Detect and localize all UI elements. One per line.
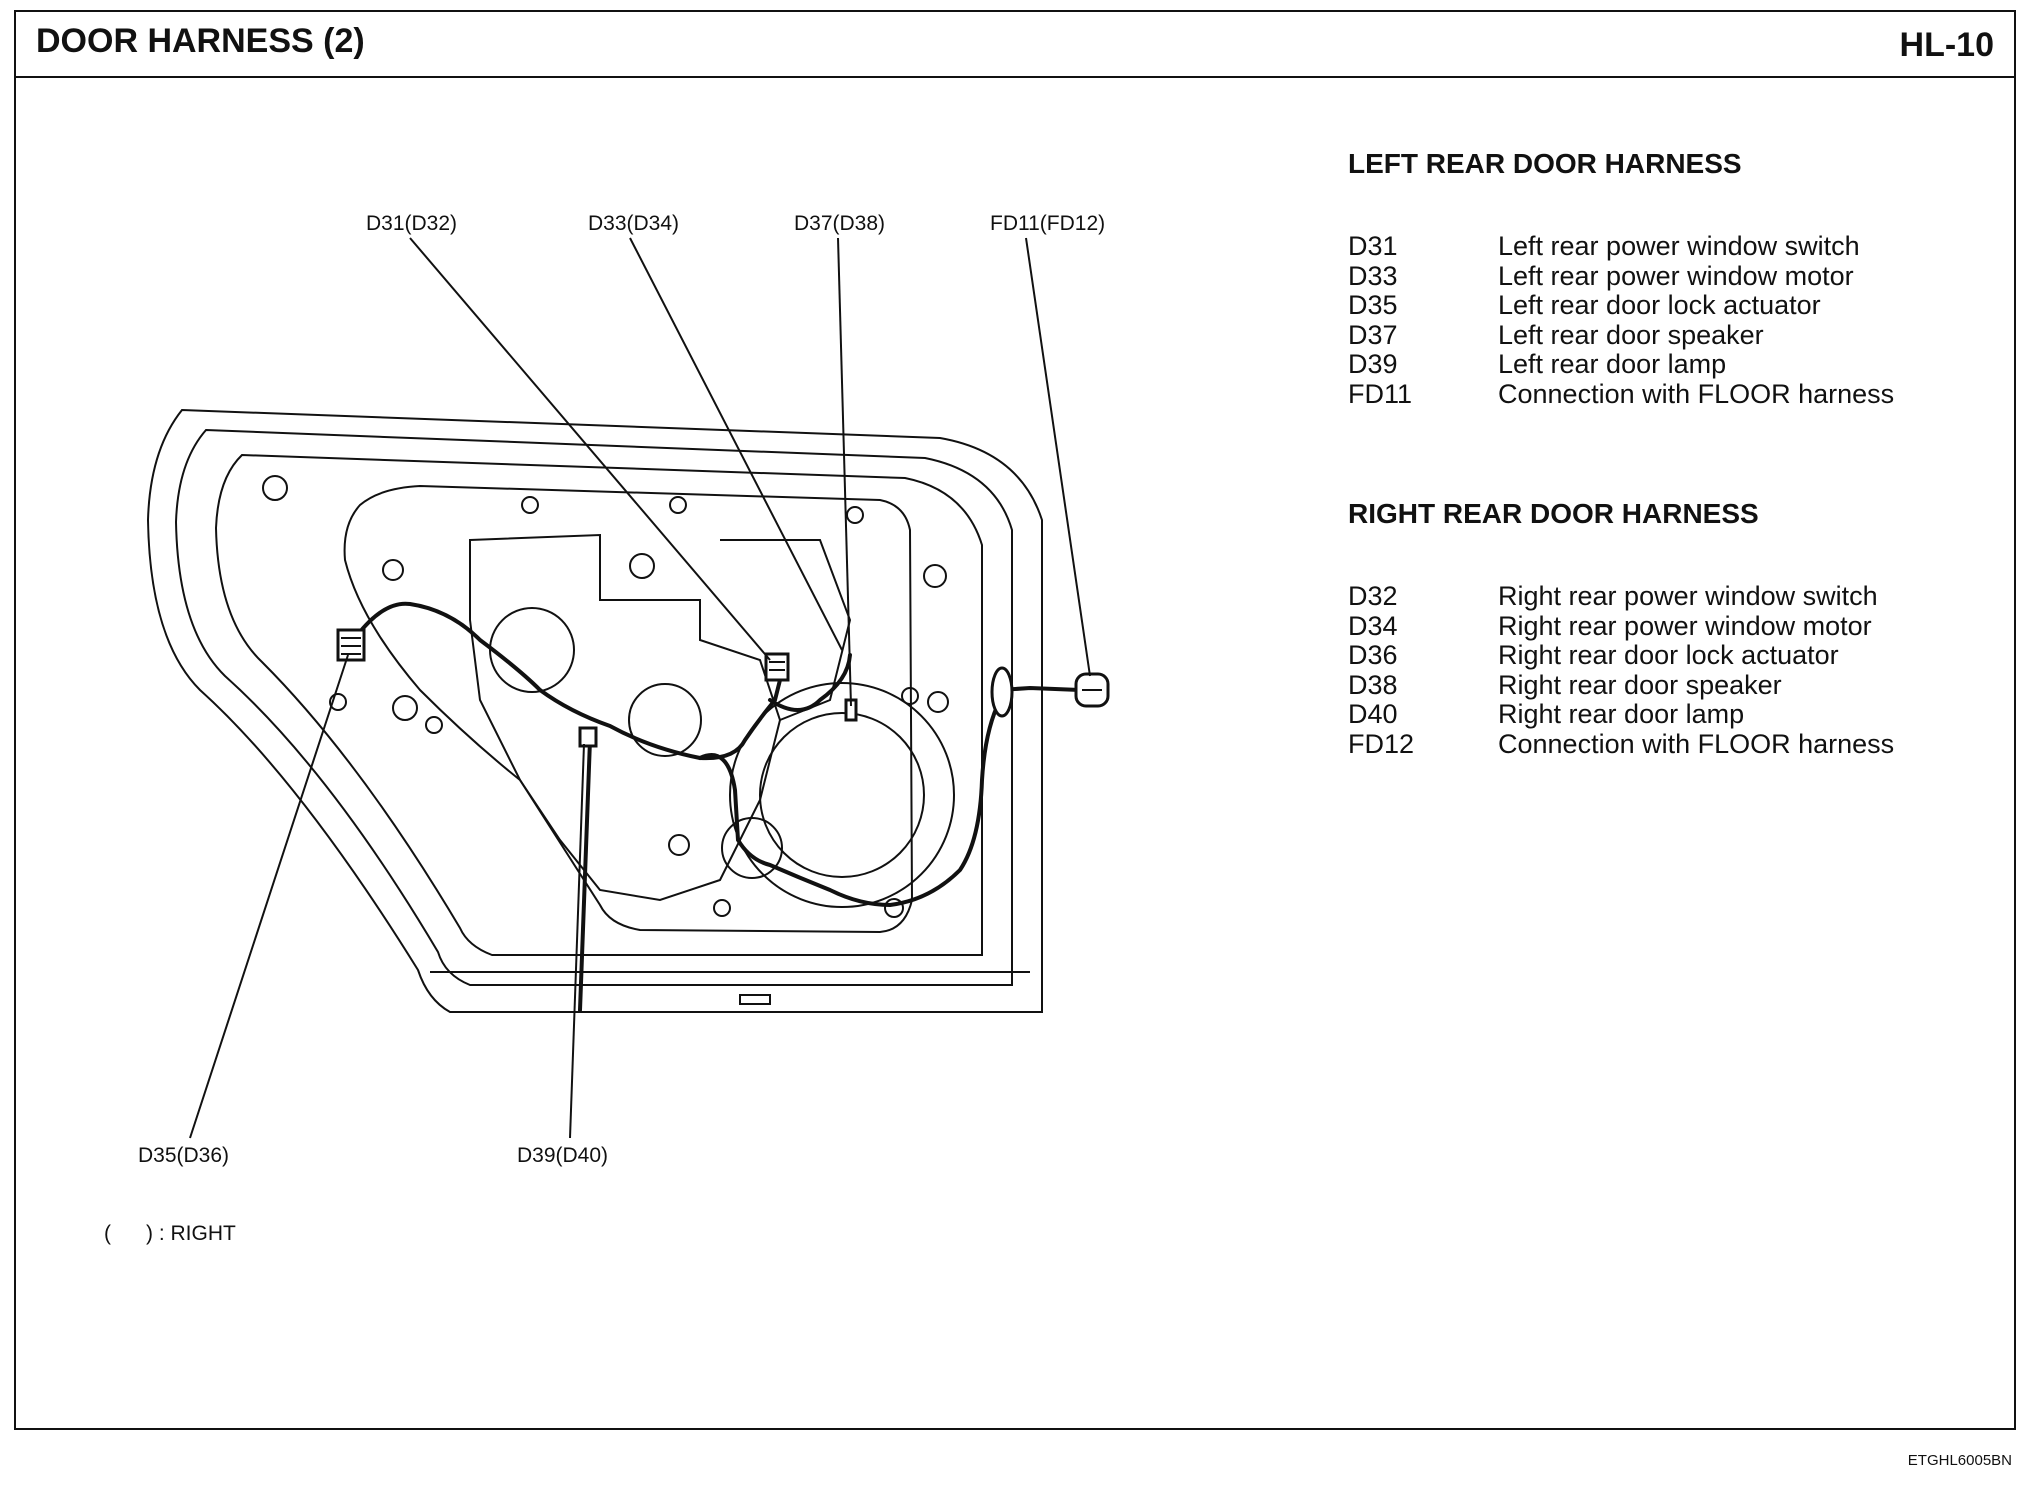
page-header: DOOR HARNESS (2) HL-10: [16, 12, 2014, 78]
speaker-inner: [759, 712, 925, 878]
leader-d31: [409, 237, 771, 661]
left-harness-title: LEFT REAR DOOR HARNESS: [1348, 148, 1742, 179]
door-inner-outline: [174, 428, 1013, 986]
callout-d35: D35(D36): [138, 1144, 229, 1167]
service-hole: [382, 559, 404, 581]
leader-d35: [189, 654, 349, 1139]
connector-desc: Left rear door lock actuator: [1498, 290, 1821, 320]
harness-wire-lamp: [578, 738, 592, 1012]
image-code: ETGHL6005BN: [1907, 1452, 2012, 1469]
list-item: D34 Right rear power window motor: [1348, 610, 1894, 642]
service-hole: [923, 564, 947, 588]
callout-d31: D31(D32): [366, 212, 457, 235]
right-side-note: ( ) : RIGHT: [104, 1222, 236, 1245]
list-item: D32 Right rear power window switch: [1348, 581, 1894, 612]
service-hole: [668, 834, 690, 856]
connector-code: D31: [1348, 231, 1398, 261]
list-item: D37 Left rear door speaker: [1348, 319, 1894, 351]
list-item: D35 Left rear door lock actuator: [1348, 290, 1894, 321]
connector-desc: Right rear door lamp: [1498, 699, 1745, 729]
harness-wire-main: [346, 601, 784, 761]
connector-code: D40: [1348, 699, 1398, 729]
callout-fd11: FD11(FD12): [990, 212, 1105, 235]
page-code: HL-10: [1899, 26, 1994, 64]
service-hole: [927, 691, 949, 713]
lock-cutout: [628, 683, 702, 757]
connector-desc: Connection with FLOOR harness: [1498, 378, 1895, 409]
harness-wire-speaker: [768, 653, 852, 712]
list-item: D33 Left rear power window motor: [1348, 260, 1894, 292]
leader-d33: [629, 237, 843, 651]
connector-d31: [764, 652, 790, 682]
right-harness-title: RIGHT REAR DOOR HARNESS: [1348, 498, 1759, 529]
connector-desc: Left rear door lamp: [1498, 349, 1727, 379]
connector-desc: Right rear power window motor: [1498, 610, 1872, 641]
leader-d39: [569, 743, 585, 1139]
list-item: FD12 Connection with FLOOR harness: [1348, 728, 1895, 760]
connector-code: D39: [1348, 349, 1398, 379]
service-hole: [329, 693, 347, 711]
connector-code: D38: [1348, 669, 1398, 700]
module-plate: [469, 533, 782, 902]
connector-desc: Left rear door speaker: [1498, 319, 1764, 350]
service-hole: [392, 695, 418, 721]
door-panel-outline: [214, 453, 983, 956]
connector-code: FD12: [1348, 728, 1415, 759]
service-hole: [425, 716, 443, 734]
connector-desc: Left rear power window switch: [1498, 231, 1860, 261]
connector-code: D34: [1348, 610, 1398, 641]
connector-d39: [578, 726, 598, 748]
motor-housing: [489, 607, 575, 693]
connector-code: D35: [1348, 290, 1398, 320]
list-item: D38 Right rear door speaker: [1348, 669, 1894, 701]
service-hole: [884, 898, 904, 918]
service-hole: [846, 506, 864, 524]
service-hole: [669, 496, 687, 514]
service-hole: [262, 475, 288, 501]
list-item: D36 Right rear door lock actuator: [1348, 640, 1894, 671]
list-item: D40 Right rear door lamp: [1348, 699, 1894, 730]
connector-desc: Right rear door lock actuator: [1498, 640, 1839, 670]
connector-code: D36: [1348, 640, 1398, 670]
harness-wire-lower: [698, 698, 1002, 908]
service-hole: [629, 553, 655, 579]
speaker-outer: [729, 682, 955, 908]
bottom-edge-detail: [430, 971, 1030, 1005]
service-hole: [521, 496, 539, 514]
connector-desc: Right rear power window switch: [1498, 581, 1878, 611]
page-frame: DOOR HARNESS (2) HL-10: [14, 10, 2016, 1430]
door-outer-outline: [146, 408, 1043, 1013]
list-item: FD11 Connection with FLOOR harness: [1348, 378, 1895, 410]
connector-desc: Right rear door speaker: [1498, 669, 1782, 700]
list-item: D31 Left rear power window switch: [1348, 231, 1894, 262]
connector-desc: Left rear power window motor: [1498, 260, 1854, 291]
service-hole: [713, 899, 731, 917]
list-item: D39 Left rear door lamp: [1348, 349, 1894, 380]
connector-code: FD11: [1348, 378, 1413, 409]
leader-d37: [837, 237, 852, 707]
connector-desc: Connection with FLOOR harness: [1498, 728, 1895, 759]
lower-motor: [721, 817, 783, 879]
callout-d37: D37(D38): [794, 212, 885, 235]
page-title: DOOR HARNESS (2): [36, 22, 365, 60]
callout-d39: D39(D40): [517, 1144, 608, 1167]
connector-code: D37: [1348, 319, 1398, 350]
floor-grommet: [990, 666, 1014, 718]
connector-code: D33: [1348, 260, 1398, 291]
callout-d33: D33(D34): [588, 212, 679, 235]
connector-code: D32: [1348, 581, 1398, 611]
leader-fd11: [1025, 237, 1091, 677]
trim-frame: [343, 484, 914, 934]
service-hole: [901, 687, 919, 705]
